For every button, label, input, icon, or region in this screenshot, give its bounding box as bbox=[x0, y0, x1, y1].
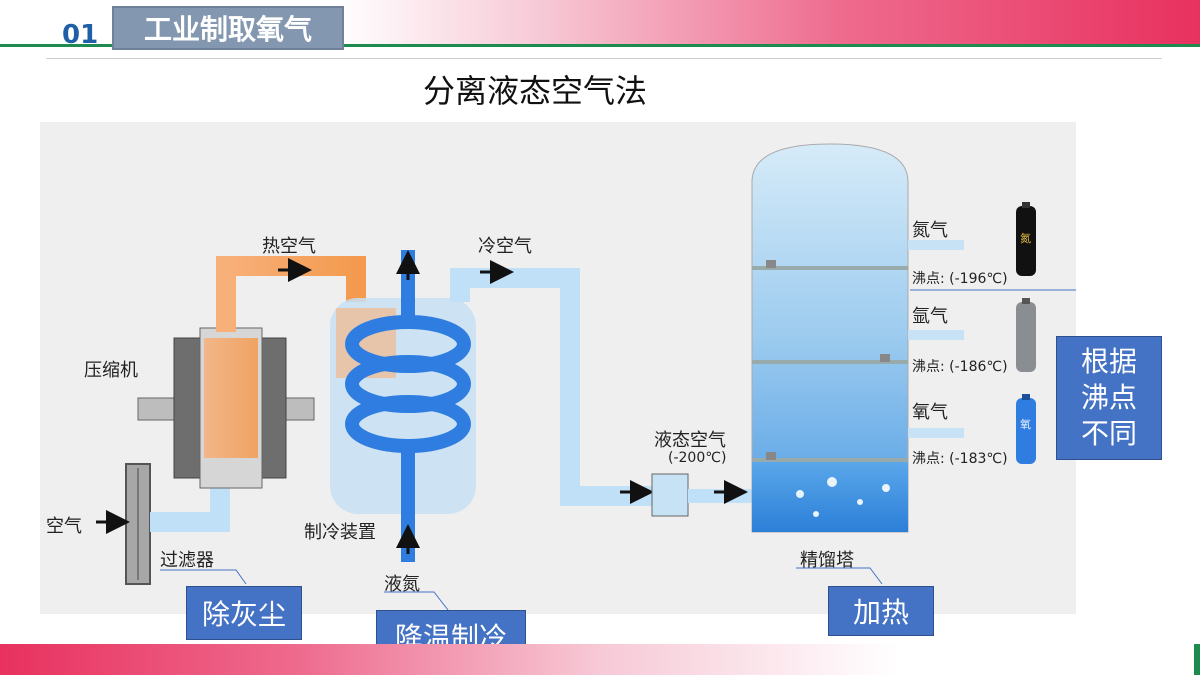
oxygen-label: 氧气 bbox=[912, 402, 948, 423]
filter-label: 过滤器 bbox=[160, 550, 214, 571]
liquid-air-label: 液态空气 bbox=[654, 430, 726, 451]
cool-callout-line bbox=[384, 591, 449, 611]
oxygen-cylinder bbox=[1016, 394, 1036, 464]
oxygen-outlet bbox=[908, 428, 964, 438]
refrigeration-label: 制冷装置 bbox=[304, 522, 376, 543]
boiling-callout-line-1: 根据 bbox=[1080, 345, 1137, 378]
dust-callout-line bbox=[160, 569, 247, 585]
section-number: 01 bbox=[62, 20, 99, 50]
dust-removal-callout: 除灰尘 bbox=[186, 586, 302, 640]
liquid-nitrogen-label: 液氮 bbox=[384, 574, 420, 595]
boiling-callout-line-2: 沸点 bbox=[1080, 381, 1137, 414]
slide-heading: 分离液态空气法 bbox=[422, 72, 647, 110]
filter-unit bbox=[125, 463, 151, 585]
oxygen-bp-label: 沸点: (-183℃) bbox=[912, 451, 1008, 467]
air-label: 空气 bbox=[46, 516, 82, 537]
nitrogen-cylinder bbox=[1016, 202, 1036, 276]
bottom-banner bbox=[0, 644, 1200, 675]
liquid-air-temp-label: (-200℃) bbox=[668, 450, 727, 466]
nitrogen-label: 氮气 bbox=[912, 220, 948, 241]
heat-callout-line bbox=[796, 567, 883, 585]
distillation-column bbox=[751, 143, 909, 533]
nitrogen-outlet bbox=[908, 240, 964, 250]
hot-air-label: 热空气 bbox=[262, 236, 316, 257]
header-underline bbox=[46, 58, 1162, 59]
nitrogen-cylinder-label: 氮 bbox=[1020, 232, 1031, 245]
cold-air-pipe bbox=[450, 268, 660, 506]
bottom-accent bbox=[1194, 644, 1200, 675]
cold-air-label: 冷空气 bbox=[478, 236, 532, 257]
boiling-callout-line-3: 不同 bbox=[1080, 417, 1137, 450]
expansion-valve bbox=[651, 473, 689, 517]
compressor-label: 压缩机 bbox=[84, 360, 138, 381]
air-separation-diagram bbox=[40, 122, 1076, 614]
argon-label: 氩气 bbox=[912, 306, 948, 327]
argon-bp-label: 沸点: (-186℃) bbox=[912, 359, 1008, 375]
pipe-filter-compressor bbox=[150, 482, 230, 532]
compressor bbox=[137, 327, 315, 489]
column-label: 精馏塔 bbox=[800, 550, 854, 571]
nitrogen-bp-label: 沸点: (-196℃) bbox=[912, 271, 1008, 287]
top-divider bbox=[0, 44, 1200, 47]
section-title: 工业制取氧气 bbox=[112, 6, 344, 50]
boiling-point-callout: 根据 沸点 不同 bbox=[1056, 336, 1162, 460]
argon-outlet bbox=[908, 330, 964, 340]
argon-cylinder bbox=[1016, 298, 1036, 372]
boiling-callout-line bbox=[910, 289, 1076, 291]
heating-callout: 加热 bbox=[828, 586, 934, 636]
oxygen-cylinder-label: 氧 bbox=[1020, 418, 1031, 431]
